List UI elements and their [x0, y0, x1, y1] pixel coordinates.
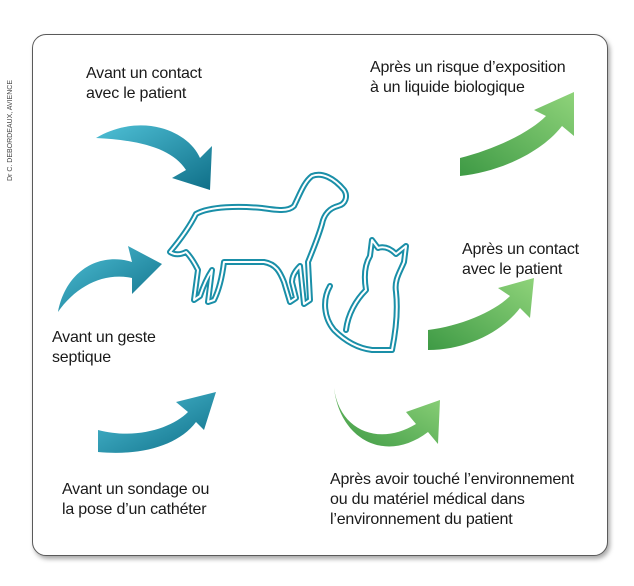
label-before-aseptic: Avant un geste septique: [52, 329, 156, 366]
label-after-contact: Après un contact avec le patient: [462, 241, 579, 278]
dog-outline-icon: [167, 171, 349, 307]
arrow-after-fluid-icon: [460, 92, 574, 176]
arrow-before-contact-icon: [96, 125, 212, 190]
cat-outline-icon: [322, 237, 409, 353]
label-after-environment: Après avoir touché l’environnement ou du…: [330, 471, 575, 528]
arrow-before-aseptic-icon: [58, 246, 162, 312]
label-before-catheter: Avant un sondage ou la pose d’un cathéte…: [62, 481, 210, 518]
label-after-fluid: Après un risque d’exposition à un liquid…: [370, 59, 566, 96]
arrow-after-environment-icon: [334, 388, 440, 447]
arrow-after-contact-icon: [428, 278, 534, 350]
label-before-contact: Avant un contact avec le patient: [86, 65, 202, 102]
arrow-before-catheter-icon: [98, 392, 216, 453]
